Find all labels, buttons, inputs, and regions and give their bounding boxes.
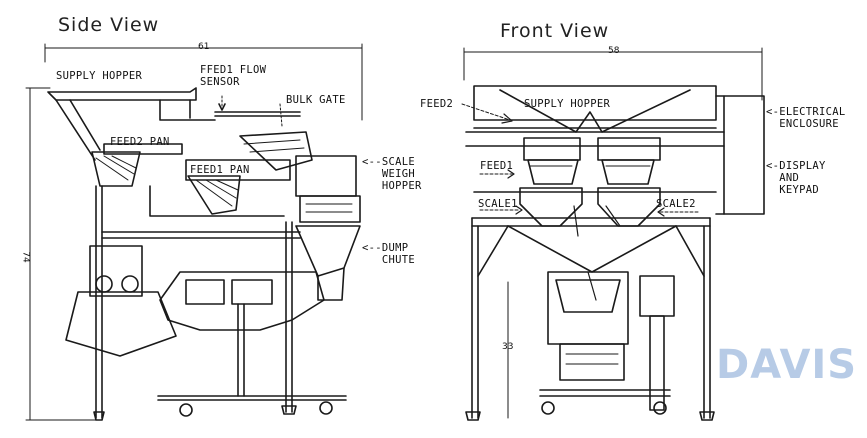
- side-view-drawing: [25, 43, 363, 421]
- side-view-width-dimension: 61: [198, 42, 210, 52]
- label-feed2-pan: FEED2 PAN: [110, 136, 170, 148]
- label-scale2: SCALE2: [656, 198, 696, 210]
- label-scale1: SCALE1: [478, 198, 518, 210]
- label-feed1: FEED1: [480, 160, 514, 172]
- label-feed2: FEED2: [420, 98, 454, 110]
- side-view-title: Side View: [58, 14, 160, 36]
- front-view-drawing: [461, 47, 765, 421]
- label-supply-hopper-side: SUPPLY HOPPER: [56, 70, 143, 82]
- davis-watermark-logo: DAVIS: [716, 342, 858, 388]
- label-feed1-pan: FEED1 PAN: [190, 164, 250, 176]
- side-view-height-dimension: 74: [20, 251, 31, 263]
- label-scale-weigh-hopper: <--SCALE WEIGH HOPPER: [362, 156, 422, 192]
- label-dump-chute: <--DUMP CHUTE: [362, 242, 415, 266]
- label-display-keypad: <-DISPLAY AND KEYPAD: [766, 160, 826, 196]
- label-electrical-enclosure: <-ELECTRICAL ENCLOSURE: [766, 106, 846, 130]
- label-supply-hopper-front: SUPPLY HOPPER: [524, 98, 611, 110]
- front-view-height-dimension: 33: [502, 342, 514, 352]
- label-feed1-flow-sensor: FFED1 FLOW SENSOR: [200, 64, 267, 88]
- front-view-width-dimension: 58: [608, 46, 620, 56]
- front-view-title: Front View: [500, 20, 610, 42]
- label-bulk-gate: BULK GATE: [286, 94, 346, 106]
